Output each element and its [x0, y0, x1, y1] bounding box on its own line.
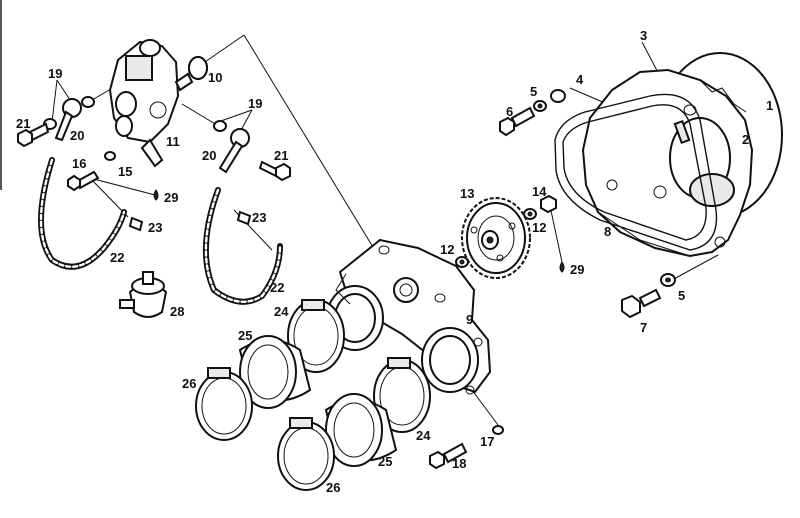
callout-12: 12 [440, 242, 454, 257]
callout-23: 23 [252, 210, 266, 225]
callout-23: 23 [148, 220, 162, 235]
toothed-belt [554, 93, 718, 251]
fuel-filter [119, 271, 168, 318]
callout-14: 14 [532, 184, 547, 199]
banjo-fittings [17, 96, 291, 182]
callout-22: 22 [110, 250, 124, 265]
sleeves-lower [277, 357, 431, 491]
callout-17: 17 [480, 434, 494, 449]
callout-4: 4 [576, 72, 584, 87]
callout-8: 8 [604, 224, 611, 239]
callout-25: 25 [238, 328, 252, 343]
callout-3: 3 [640, 28, 647, 43]
callout-10: 10 [208, 70, 222, 85]
cover-fasteners [499, 89, 676, 319]
intake-manifold [326, 238, 492, 395]
callout-9: 9 [466, 312, 473, 327]
callout-5: 5 [530, 84, 537, 99]
small-fittings [67, 170, 252, 232]
callout-26: 26 [326, 480, 340, 495]
callout-28: 28 [170, 304, 184, 319]
fuel-hoses [38, 157, 283, 305]
callout-21: 21 [16, 116, 30, 131]
callout-24: 24 [416, 428, 431, 443]
callout-7: 7 [640, 320, 647, 335]
callout-25: 25 [378, 454, 392, 469]
callout-2: 2 [742, 132, 749, 147]
callout-16: 16 [72, 156, 86, 171]
callout-19: 19 [248, 96, 262, 111]
callout-21: 21 [274, 148, 288, 163]
o-ring [188, 56, 208, 80]
callout-19: 19 [48, 66, 62, 81]
callout-18: 18 [452, 456, 466, 471]
sleeves-upper [195, 299, 345, 441]
callout-20: 20 [70, 128, 84, 143]
callout-11: 11 [166, 134, 180, 149]
callout-labels: 1 2 3 4 5 5 6 7 8 9 10 11 12 12 13 14 15… [16, 28, 773, 495]
callout-6: 6 [506, 104, 513, 119]
manifold-fasteners [429, 425, 504, 470]
callout-20: 20 [202, 148, 216, 163]
callout-13: 13 [460, 186, 474, 201]
callout-26: 26 [182, 376, 196, 391]
callout-24: 24 [274, 304, 289, 319]
callout-1: 1 [766, 98, 773, 113]
callout-15: 15 [118, 164, 132, 179]
callout-5: 5 [678, 288, 685, 303]
callout-29: 29 [570, 262, 584, 277]
callout-22: 22 [270, 280, 284, 295]
callout-29: 29 [164, 190, 178, 205]
gear-pulley [455, 194, 565, 279]
callout-12: 12 [532, 220, 546, 235]
timing-cover-assembly [581, 52, 783, 258]
